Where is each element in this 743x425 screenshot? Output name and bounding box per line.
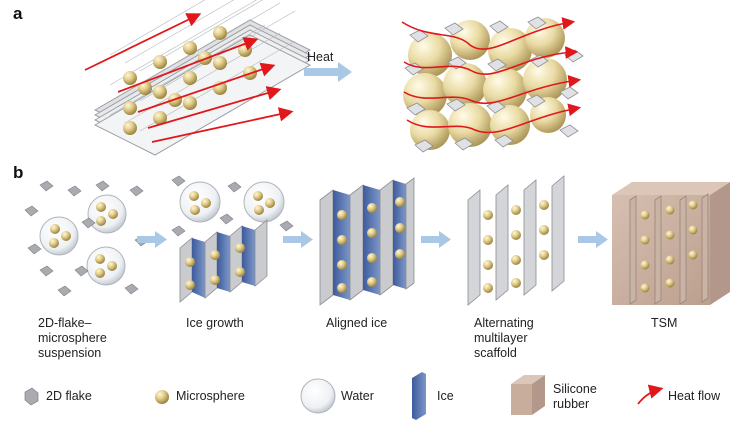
step-label-scaffold: Alternating multilayer scaffold bbox=[474, 316, 534, 360]
step-label-ice-growth: Ice growth bbox=[186, 316, 244, 330]
legend-label-heat-flow: Heat flow bbox=[668, 389, 721, 403]
water-droplet-icon bbox=[300, 378, 336, 414]
legend-label-water: Water bbox=[341, 389, 374, 403]
suspension-illustration bbox=[24, 180, 149, 297]
ice-growth-illustration bbox=[171, 175, 294, 303]
tsm-illustration bbox=[612, 182, 730, 305]
silicone-rubber-icon bbox=[511, 375, 545, 415]
legend-label-silicone-rubber: Silicone rubber bbox=[553, 382, 597, 411]
step-label-tsm: TSM bbox=[651, 316, 678, 330]
step-label-suspension: 2D-flake– microsphere suspension bbox=[38, 316, 107, 360]
step-label-aligned-ice: Aligned ice bbox=[326, 316, 388, 330]
scaffold-illustration bbox=[467, 175, 565, 306]
layered-stack bbox=[84, 0, 312, 156]
heat-label: Heat bbox=[307, 50, 334, 64]
heat-arrow bbox=[304, 62, 352, 82]
legend-label-ice: Ice bbox=[437, 389, 454, 403]
legend-label-microsphere: Microsphere bbox=[176, 389, 245, 403]
step-arrows bbox=[137, 231, 608, 248]
panel-b-label: b bbox=[13, 163, 24, 182]
flake-icon bbox=[24, 387, 39, 406]
ice-icon bbox=[412, 372, 426, 420]
aligned-ice-illustration bbox=[319, 177, 415, 306]
microsphere-icon bbox=[155, 390, 169, 404]
panel-a-label: a bbox=[13, 4, 23, 23]
legend-label-flake: 2D flake bbox=[46, 389, 92, 403]
expanded-structure bbox=[401, 16, 584, 153]
legend-icons bbox=[24, 372, 664, 420]
heat-flow-icon bbox=[637, 384, 664, 405]
